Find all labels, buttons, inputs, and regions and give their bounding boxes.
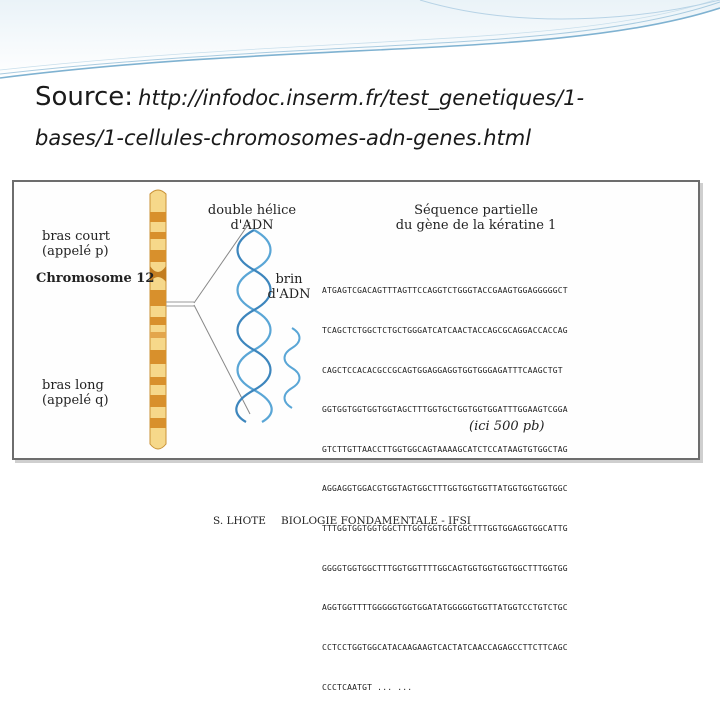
- figure-illustration: [149, 189, 301, 450]
- chromosome-label: Chromosome 12: [36, 271, 155, 286]
- sequence-line: CCCTCAATGT ... ...: [322, 682, 413, 692]
- chromosome-dna-figure: bras court(appelé p) Chromosome 12 bras …: [12, 180, 700, 692]
- source-url[interactable]: http://infodoc.inserm.fr/test_genetiques…: [35, 86, 585, 150]
- footer-course: BIOLOGIE FONDAMENTALE - IFSI: [281, 515, 471, 527]
- sequence-line: CCTCCTGGTGGCATACAAGAAGTCACTATCAACCAGAGCC…: [322, 642, 568, 652]
- sequence-line: ATGAGTCGACAGTTTAGTTCCAGGTCTGGGTACCGAAGTG…: [322, 286, 568, 296]
- source-citation: Source: http://infodoc.inserm.fr/test_ge…: [35, 78, 705, 159]
- source-label: Source:: [35, 82, 134, 112]
- sequence-line: AGGTGGTTTTGGGGGTGGTGGATATGGGGGTGGTTATGGT…: [322, 603, 568, 613]
- decorative-wave-band: [0, 0, 720, 79]
- sequence-line: TTTGGTGGTGGTGGCTTTGGTGGTGGTGGCTTTGGTGGAG…: [322, 524, 568, 534]
- footer-author: S. LHOTE: [213, 515, 266, 527]
- arm-short-label: bras court(appelé p): [42, 229, 111, 259]
- sequence-line: GTCTTGTTAACCTTGGTGGCAGTAAAAGCATCTCCATAAG…: [322, 444, 568, 454]
- dna-strand: [283, 327, 301, 409]
- sequence-line: GGTGGTGGTGGTGGTAGCTTTGGTGCTGGTGGTGGATTTG…: [322, 405, 568, 415]
- dna-double-helix: [235, 229, 273, 423]
- sequence-line: TCAGCTCTGGCTCTGCTGGGATCATCAACTACCAGCGCAG…: [322, 326, 568, 336]
- arm-long-label: bras long(appelé q): [42, 378, 109, 408]
- sequence-line: CAGCTCCACACGCCGCAGTGGAGGAGGTGGTGGGAGATTT…: [322, 365, 563, 375]
- sequence-line: AGGAGGTGGACGTGGTAGTGGCTTTGGTGGTGGTTATGGT…: [322, 484, 568, 494]
- sequence-length-note: (ici 500 pb): [469, 419, 545, 434]
- sequence-line: GGGGTGGTGGCTTTGGTGGTTTTGGCAGTGGTGGTGGTGG…: [322, 563, 568, 573]
- chromosome-drawing: [149, 189, 167, 450]
- dna-sequence: ATGAGTCGACAGTTTAGTTCCAGGTCTGGGTACCGAAGTG…: [322, 258, 568, 720]
